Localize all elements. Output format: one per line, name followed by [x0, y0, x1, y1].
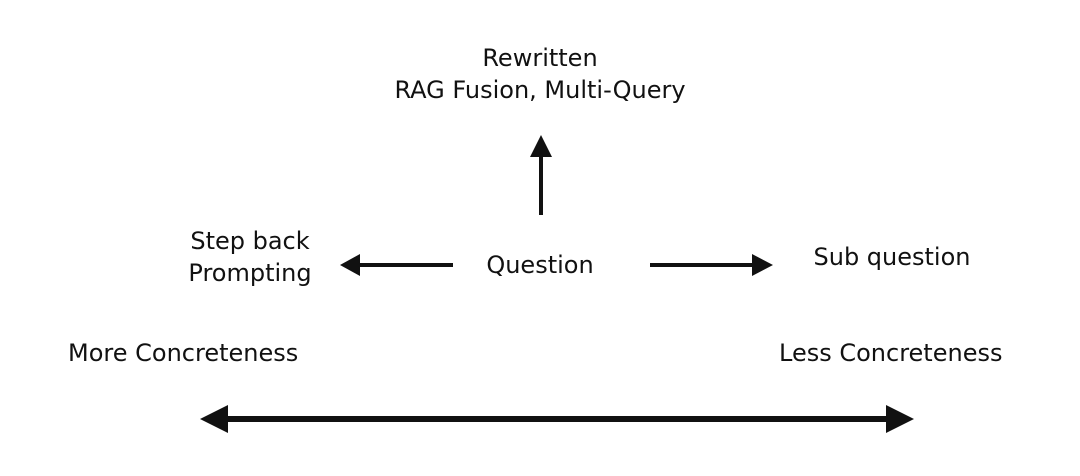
question-node: Question: [486, 251, 594, 279]
rewritten-methods: RAG Fusion, Multi-Query: [394, 76, 686, 104]
sub-question-node: Sub question: [813, 243, 971, 271]
left-arrow-icon: [340, 254, 453, 276]
right-arrow-icon: [650, 254, 773, 276]
step-back-line2: Prompting: [188, 259, 312, 287]
more-concreteness-label: More Concreteness: [68, 339, 299, 367]
rewritten-title: Rewritten: [482, 44, 598, 72]
step-back-node: Step back Prompting: [150, 225, 350, 289]
rewritten-node: Rewritten RAG Fusion, Multi-Query: [340, 42, 740, 106]
less-concreteness-label: Less Concreteness: [779, 339, 1003, 367]
up-arrow-icon: [530, 135, 552, 215]
step-back-line1: Step back: [190, 227, 310, 255]
concreteness-axis-icon: [200, 405, 914, 433]
